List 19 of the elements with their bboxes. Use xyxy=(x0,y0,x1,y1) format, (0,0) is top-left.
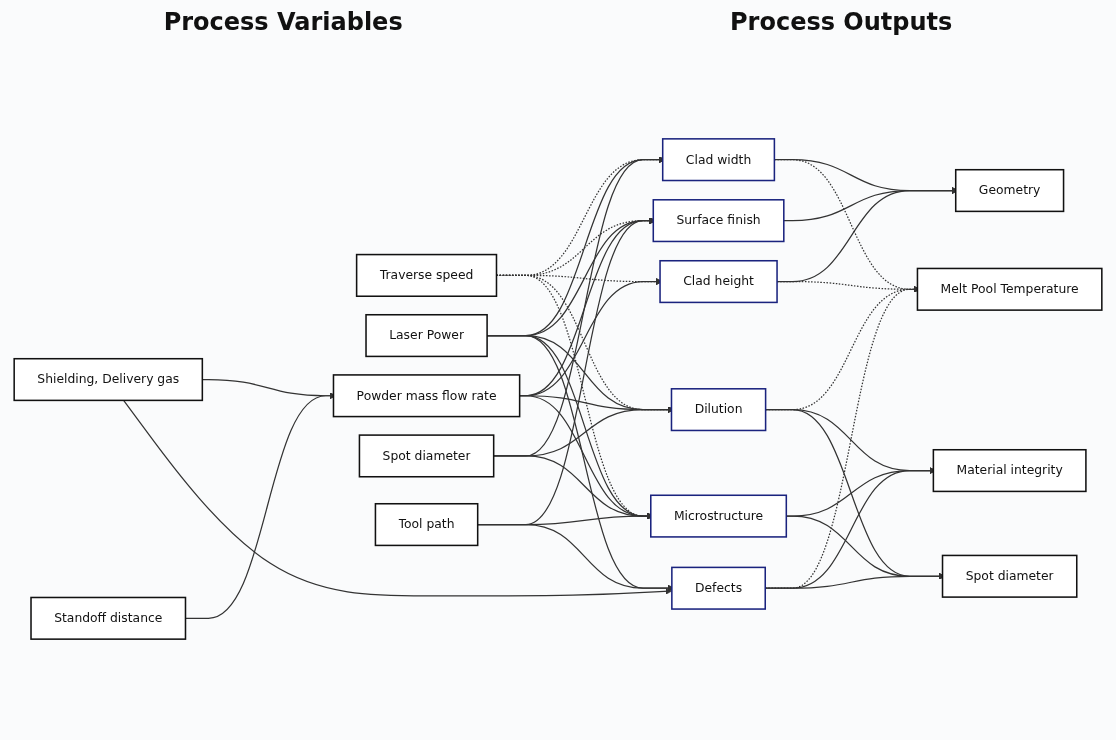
node-box: Dilution xyxy=(670,388,767,432)
node-box: Tool path xyxy=(374,503,479,547)
node-box: Melt Pool Temperature xyxy=(916,267,1103,311)
node-box: Spot diameter xyxy=(941,554,1078,598)
node-box: Shielding, Delivery gas xyxy=(13,357,204,402)
node-box: Surface finish xyxy=(652,199,785,243)
node-box: Clad width xyxy=(661,138,776,182)
node-box: Clad height xyxy=(659,260,778,304)
node-box: Geometry xyxy=(954,168,1065,213)
node-box: Traverse speed xyxy=(355,253,498,297)
node-box: Standoff distance xyxy=(30,596,187,640)
node-box: Defects xyxy=(671,566,766,610)
node-box: Laser Power xyxy=(365,314,488,358)
node-box: Spot diameter xyxy=(358,434,495,478)
node-box: Powder mass flow rate xyxy=(332,374,521,418)
column-heading: Process Variables xyxy=(163,8,403,36)
node-box: Microstructure xyxy=(650,494,788,538)
column-heading: Process Outputs xyxy=(730,8,953,36)
node-box: Material integrity xyxy=(932,449,1087,493)
